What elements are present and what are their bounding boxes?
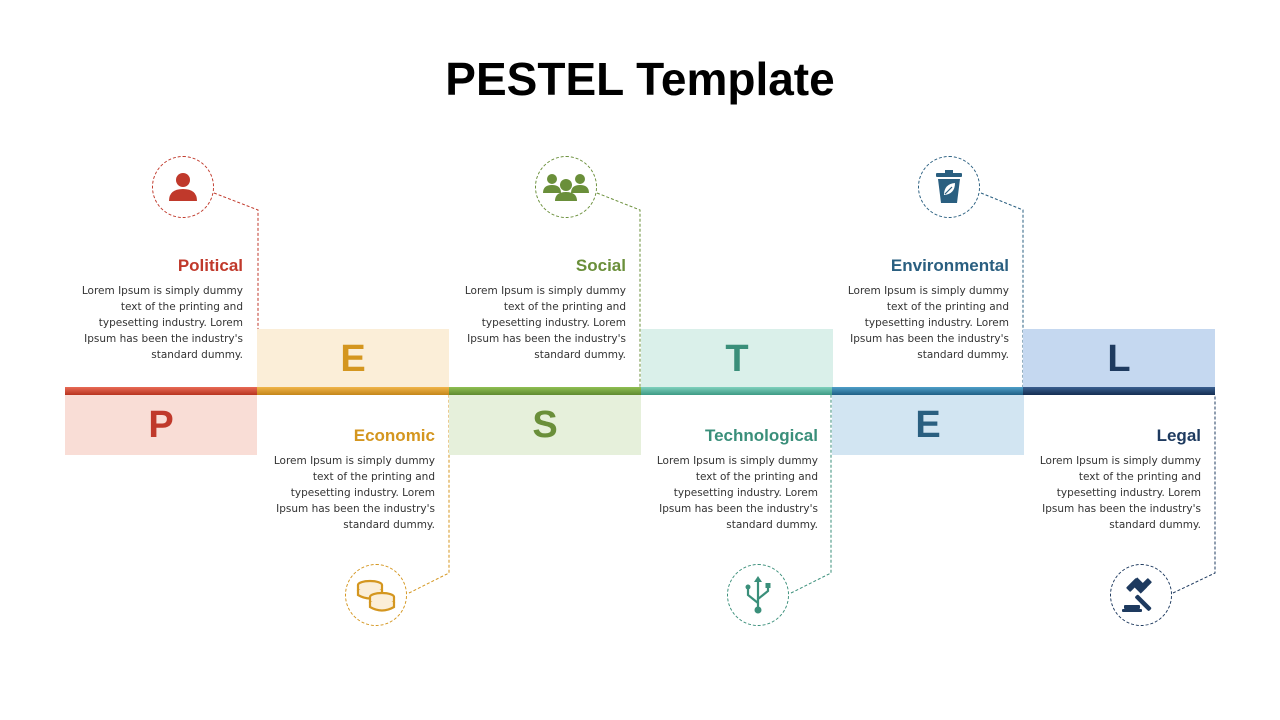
- environmental-icon-circle: [918, 156, 980, 218]
- usb-icon: [745, 576, 771, 614]
- person-icon: [169, 173, 197, 201]
- connector-social: [596, 192, 641, 387]
- desc-environmental: Lorem Ipsum is simply dummy text of the …: [847, 285, 1009, 361]
- desc-economic: Lorem Ipsum is simply dummy text of the …: [273, 455, 435, 531]
- desc-legal: Lorem Ipsum is simply dummy text of the …: [1039, 455, 1201, 531]
- band-technological: T: [641, 329, 833, 389]
- strip-political: [65, 387, 257, 395]
- coins-icon: [356, 579, 396, 612]
- technological-icon-circle: [727, 564, 789, 626]
- desc-social: Lorem Ipsum is simply dummy text of the …: [464, 285, 626, 361]
- band-social: S: [449, 395, 641, 455]
- connector-legal: [1172, 395, 1216, 594]
- desc-technological: Lorem Ipsum is simply dummy text of the …: [656, 455, 818, 531]
- connector-political: [213, 192, 259, 387]
- strip-technological: [641, 387, 833, 395]
- strip-economic: [257, 387, 449, 395]
- connector-environmental: [980, 192, 1024, 387]
- band-political: P: [65, 395, 257, 455]
- strip-legal: [1023, 387, 1215, 395]
- heading-environmental: Environmental: [890, 256, 1009, 275]
- gavel-icon: [1122, 577, 1152, 612]
- legal-icon-circle: [1110, 564, 1172, 626]
- page-title: PESTEL Template: [445, 53, 835, 105]
- band-letter: P: [148, 403, 174, 446]
- recycle-bin-icon: [936, 170, 962, 203]
- band-letter: T: [725, 337, 749, 380]
- social-icon-circle: [535, 156, 597, 218]
- heading-political: Political: [177, 256, 243, 275]
- band-letter: L: [1107, 337, 1131, 380]
- strip-environmental: [832, 387, 1024, 395]
- band-environmental: E: [832, 395, 1024, 455]
- band-legal: L: [1023, 329, 1215, 389]
- band-letter: S: [532, 403, 558, 446]
- band-letter: E: [915, 403, 941, 446]
- political-icon-circle: [152, 156, 214, 218]
- heading-social: Social: [575, 256, 626, 275]
- strip-social: [449, 387, 641, 395]
- group-icon: [543, 174, 589, 201]
- band-economic: E: [257, 329, 449, 389]
- band-letter: E: [340, 337, 366, 380]
- heading-legal: Legal: [1156, 426, 1201, 445]
- desc-political: Lorem Ipsum is simply dummy text of the …: [81, 285, 243, 361]
- heading-technological: Technological: [704, 426, 818, 445]
- economic-icon-circle: [345, 564, 407, 626]
- heading-economic: Economic: [353, 426, 435, 445]
